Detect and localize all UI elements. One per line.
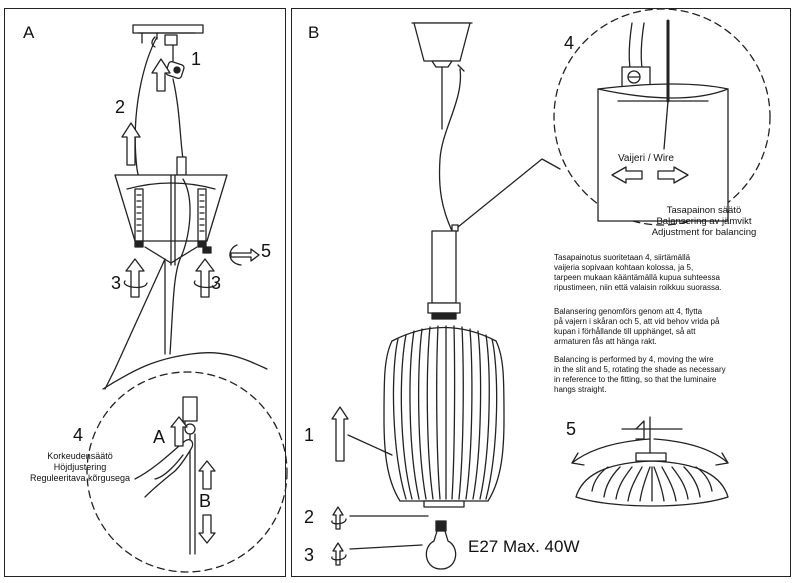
balance-title: Tasapainon säätö Balansering av jämvikt … (634, 205, 774, 238)
instructions-fi-line: Tasapainotus suoritetaan 4, siirtämällä (554, 253, 691, 262)
ceiling-plate (132, 24, 204, 46)
panel-a: A (4, 8, 288, 577)
balance-detail-circle (553, 8, 771, 226)
panel-a-illustration (86, 24, 288, 573)
balance-title-sv: Balansering av jämvikt (656, 216, 752, 227)
rotate-arrow-5 (229, 244, 260, 266)
arrow-up-1 (331, 406, 349, 462)
step-3-right-label: 3 (211, 273, 222, 293)
balance-title-fi: Tasapainon säätö (666, 205, 742, 216)
instructions-sv-line: armaturen fås att hänga rakt. (554, 337, 657, 346)
balance-title-en: Adjustment for balancing (651, 227, 757, 238)
instructions-en-line: Balancing is performed by 4, moving the … (554, 355, 714, 364)
label-b: B (199, 491, 212, 511)
arrow-b-down (198, 514, 216, 544)
step-2-label: 2 (115, 97, 126, 117)
instructions-en-line: in reference to the fitting, so that the… (554, 375, 717, 384)
bulb-spec: E27 Max. 40W (468, 537, 580, 556)
instructions-sv: Balansering genomförs genom att 4, flytt… (554, 307, 719, 347)
suspension-cord (134, 36, 158, 196)
canopy (114, 174, 228, 355)
ribbed-shade (383, 325, 505, 508)
detail-circle (86, 371, 288, 573)
instructions-en: Balancing is performed by 4, moving the … (554, 355, 726, 395)
ceiling-connector (165, 44, 187, 176)
step-3-left-label: 3 (111, 273, 122, 293)
step-1-label: 1 (304, 425, 315, 445)
panel-b-letter: B (308, 23, 320, 42)
light-bulb (425, 520, 457, 570)
step-1-label: 1 (191, 49, 202, 69)
arrow-up-2 (331, 506, 429, 530)
wire-arrow-left (611, 166, 643, 184)
instructions-sv-line: Balansering genomförs genom att 4, flytt… (554, 307, 703, 316)
height-adjust-et: Reguleeritava kõrgusega (29, 473, 131, 483)
wire-label: Vaijeri / Wire (618, 153, 674, 164)
arrow-up-3-right (193, 258, 218, 298)
step-2-label: 2 (304, 507, 315, 527)
step-4-label: 4 (564, 33, 575, 53)
wire-arrow-right (657, 166, 689, 184)
instructions-fi: Tasapainotus suoritetaan 4, siirtämällä … (554, 253, 722, 293)
instructions-en-line: in the slit and 5, rotating the shade as… (554, 365, 726, 374)
instructions-fi-line: vaijeria sopivaan kohtaan kolossa, ja 5, (554, 263, 694, 272)
arrow-up-2 (121, 122, 141, 166)
step-5-label: 5 (261, 241, 272, 261)
ceiling-canopy (411, 22, 473, 72)
arrow-up-3-left (123, 258, 148, 298)
arrow-b-up (198, 460, 216, 490)
step-3-label: 3 (304, 545, 315, 565)
socket-tube (431, 230, 457, 304)
shade-rotate-detail (571, 416, 729, 507)
label-a: A (153, 427, 166, 447)
panel-a-letter: A (23, 23, 35, 42)
instructions-fi-line: tarpeen mukaan kääntämällä kupua suhtees… (554, 273, 720, 282)
instructions-sv-line: kupan i förhållande till upphänget, så a… (554, 327, 696, 336)
instructions-fi-line: ripustimeen, niin että valaisin roikkuu … (554, 283, 722, 292)
instructions-sv-line: på vajern i skåran och 5, att vid behov … (554, 317, 720, 326)
step-5-label: 5 (566, 419, 577, 439)
arrow-a (170, 416, 188, 447)
arrow-up-3 (331, 542, 423, 566)
panel-b-illustration (331, 8, 771, 570)
height-adjust-fi: Korkeudensäätö (47, 451, 113, 461)
panel-b: B (291, 8, 791, 577)
step-4-label: 4 (73, 425, 84, 445)
hand (134, 439, 194, 498)
arrow-up-1 (151, 58, 171, 92)
height-adjust-text: Korkeudensäätö Höjdjustering Reguleerita… (5, 451, 155, 484)
height-adjust-sv: Höjdjustering (53, 462, 107, 472)
instructions-en-line: hangs straight. (554, 385, 607, 394)
